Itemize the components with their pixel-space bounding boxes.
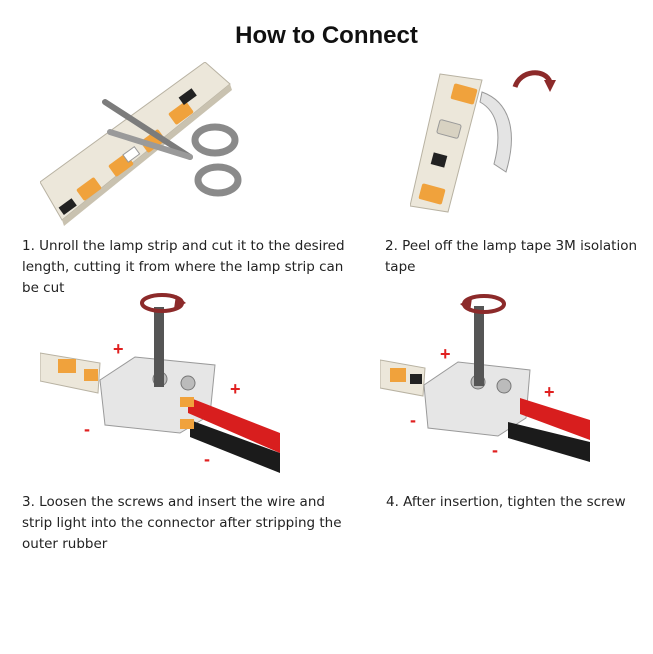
caption-line: outer rubber xyxy=(22,536,108,552)
step-1-caption: 1. Unroll the lamp strip and cut it to t… xyxy=(22,236,362,299)
caption-line: 4. After insertion, tighten the screw xyxy=(386,494,626,510)
minus-sign-wire: - xyxy=(492,440,498,460)
rotate-arrow-icon xyxy=(460,294,506,314)
release-tape xyxy=(479,91,512,173)
caption-line: strip light into the connector after str… xyxy=(22,515,342,531)
screwdriver xyxy=(474,306,484,386)
peel-arrow-icon xyxy=(512,70,556,92)
black-wire xyxy=(508,422,590,462)
minus-sign-strip: - xyxy=(410,410,416,430)
scissors-icon xyxy=(102,99,242,197)
caption-line: 2. Peel off the lamp tape 3M isolation t… xyxy=(385,238,638,275)
minus-sign-wire: - xyxy=(204,449,210,469)
caption-line: 3. Loosen the screws and insert the wire… xyxy=(22,494,325,510)
page-title: How to Connect xyxy=(235,22,418,49)
plus-sign-strip: + xyxy=(440,344,451,364)
plus-sign-strip: + xyxy=(113,339,124,359)
minus-sign-strip: - xyxy=(84,419,90,439)
step-3-caption: 3. Loosen the screws and insert the wire… xyxy=(22,492,342,555)
step-3-illustration: + + - - xyxy=(40,285,300,485)
black-wire xyxy=(180,419,280,473)
red-wire xyxy=(520,398,590,440)
rotate-arrow-icon xyxy=(140,293,186,313)
step-2-illustration xyxy=(410,62,560,227)
caption-line: 1. Unroll the lamp strip and cut it to t… xyxy=(22,238,345,254)
step-2-caption: 2. Peel off the lamp tape 3M isolation t… xyxy=(385,236,653,278)
step-4-caption: 4. After insertion, tighten the screw xyxy=(386,492,646,513)
led-strip-vertical xyxy=(410,73,483,213)
plus-sign-wire: + xyxy=(230,379,241,399)
step-1-illustration xyxy=(40,62,250,227)
led-strip-end xyxy=(380,359,426,397)
plus-sign-wire: + xyxy=(544,382,555,402)
step-4-illustration: + + - - xyxy=(380,290,600,475)
caption-line: length, cutting it from where the lamp s… xyxy=(22,259,344,296)
led-strip-end xyxy=(40,352,101,394)
screwdriver xyxy=(154,307,164,387)
led-strip xyxy=(40,62,232,226)
red-wire xyxy=(180,397,280,453)
